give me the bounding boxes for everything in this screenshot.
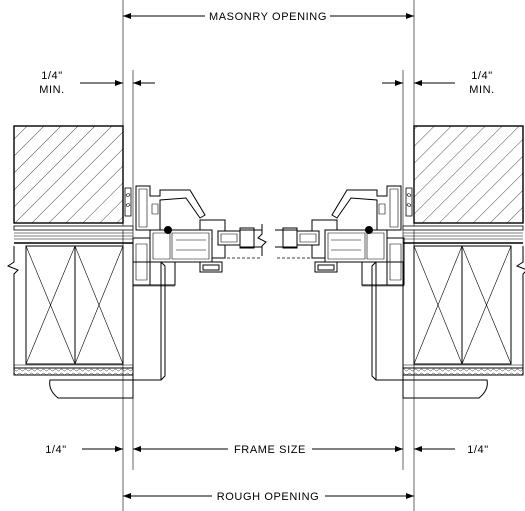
frame-size-label: FRAME SIZE: [234, 444, 306, 456]
right-masonry: [413, 125, 524, 224]
masonry-opening-dimension: MASONRY OPENING: [123, 11, 414, 23]
rough-opening-label: ROUGH OPENING: [217, 491, 320, 503]
masonry-opening-label: MASONRY OPENING: [209, 11, 327, 23]
right-wall-assembly: [402, 225, 525, 399]
left-casing: [132, 261, 166, 381]
frame-size-dimension: FRAME SIZE: [133, 444, 403, 456]
rough-opening-dimension: ROUGH OPENING: [123, 491, 414, 503]
right-quarter-label: 1/4": [471, 70, 493, 82]
right-quarter-min-dimension: 1/4" MIN.: [382, 70, 495, 96]
left-min-label: MIN.: [39, 84, 65, 96]
right-min-label: MIN.: [469, 84, 495, 96]
right-window-frame: [275, 185, 413, 287]
left-quarter-bottom-label: 1/4": [45, 444, 67, 456]
extension-lines: [122, 0, 415, 511]
right-casing: [371, 261, 404, 381]
left-quarter-label: 1/4": [41, 70, 63, 82]
right-quarter-bottom-dimension: 1/4": [414, 444, 489, 456]
left-window-frame: [124, 185, 267, 287]
right-quarter-bottom-label: 1/4": [467, 444, 489, 456]
left-quarter-min-dimension: 1/4" MIN.: [39, 70, 155, 96]
left-quarter-bottom-dimension: 1/4": [45, 444, 123, 456]
left-wall-assembly: [6, 225, 134, 399]
left-masonry: [13, 125, 124, 224]
